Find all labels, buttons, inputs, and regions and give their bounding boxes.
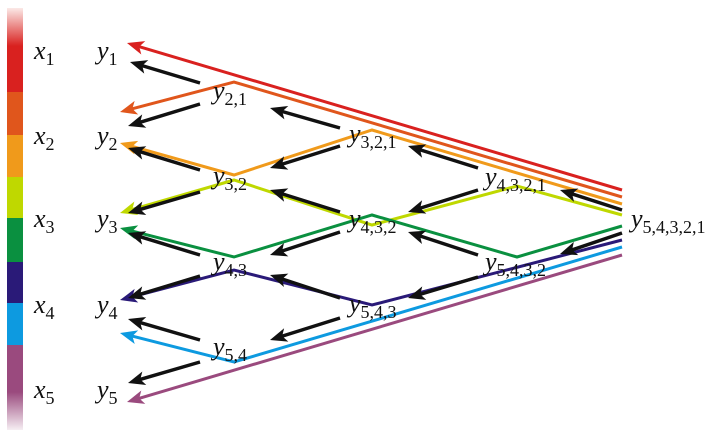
black-arrowhead-7-icon [128,317,147,331]
black-arrowhead-6-icon [128,286,147,300]
black-arrow-17 [416,233,479,257]
path-line5 [131,213,623,259]
color-bar-segment-6 [7,262,23,303]
black-arrowhead-2-icon [128,114,147,128]
black-arrow-15 [417,147,479,170]
arrowhead-line7-icon [120,330,139,344]
black-arrow-11 [279,191,341,214]
color-bar-segment-4 [7,177,23,218]
color-bar-fade-bottom [7,392,23,430]
black-arrowhead-18-icon [408,286,427,300]
path-line8 [138,253,623,401]
input-label-x3: x3 [34,204,55,237]
path-line4 [131,178,623,227]
black-arrowhead-17-icon [408,230,427,244]
arrowhead-line1-icon [127,41,146,55]
node-y2: y2 [97,121,118,154]
node-y321: y3,2,1 [349,119,397,152]
node-y1: y1 [97,36,118,69]
black-arrowhead-11-icon [270,188,289,202]
black-arrow-14 [279,316,341,339]
color-bar-segment-7 [7,303,23,345]
node-y5: y5 [97,375,118,408]
black-arrow-13 [278,276,341,300]
input-label-x5: x5 [34,375,55,408]
arrowhead-line3-icon [120,140,139,155]
black-arrow-8 [137,360,201,382]
black-arrows [128,60,623,385]
color-bar-segment-8 [7,345,23,392]
black-arrowhead-12-icon [270,243,289,257]
black-arrowhead-13-icon [270,273,289,287]
color-bar-segment-1 [7,46,23,92]
input-label-x2: x2 [34,121,55,154]
black-arrowhead-8-icon [128,371,147,385]
black-arrowhead-10-icon [270,156,289,170]
node-y3: y3 [97,204,118,237]
arrowhead-line2-icon [120,100,139,115]
node-y4321: y4,3,2,1 [485,162,547,195]
node-y54: y5,4 [213,332,248,365]
black-arrowhead-20-icon [560,241,579,256]
black-arrow-19 [568,191,623,212]
black-arrow-3 [137,149,201,172]
black-arrowhead-9-icon [270,105,289,120]
black-arrow-2 [137,102,201,125]
black-arrowhead-14-icon [270,328,289,342]
node-y54321: y5,4,3,2,1 [631,204,706,237]
color-bar-segment-2 [7,92,23,135]
black-arrowhead-16-icon [408,200,427,214]
black-arrow-7 [137,320,201,342]
path-line2 [131,80,623,199]
color-bar-segment-3 [7,135,23,177]
black-arrow-5 [137,234,201,257]
node-y432: y4,3,2 [349,204,397,237]
black-arrow-20 [568,231,623,253]
black-arrow-9 [279,109,341,130]
input-label-x4: x4 [34,290,55,323]
black-arrow-18 [417,275,479,297]
black-arrowhead-3-icon [128,146,147,160]
node-y43: y4,3 [213,247,248,280]
node-y5432: y5,4,3,2 [485,247,547,280]
node-y543: y5,4,3 [349,289,397,322]
arrowhead-line6-icon [120,288,139,303]
black-arrow-16 [417,188,479,211]
black-arrow-10 [279,144,341,167]
input-label-x1: x1 [34,36,55,69]
black-arrow-6 [137,274,201,297]
arrowhead-line8-icon [127,390,146,404]
black-arrowhead-4-icon [128,201,147,215]
node-y32: y3,2 [213,161,248,194]
path-line3 [131,128,623,206]
path-line7 [131,245,623,364]
node-y21: y2,1 [213,76,248,109]
node-y4: y4 [97,290,118,323]
path-line1 [138,44,623,192]
color-bar-fade-top [7,8,23,46]
black-arrow-1 [139,63,201,85]
color-bar-segment-5 [7,218,23,262]
black-arrowhead-1-icon [130,60,149,74]
black-arrow-4 [137,190,201,212]
black-arrowhead-15-icon [408,144,427,158]
black-arrow-12 [278,230,341,254]
color-bar [7,8,23,430]
black-arrowhead-19-icon [560,188,579,202]
black-arrowhead-5-icon [128,231,147,245]
